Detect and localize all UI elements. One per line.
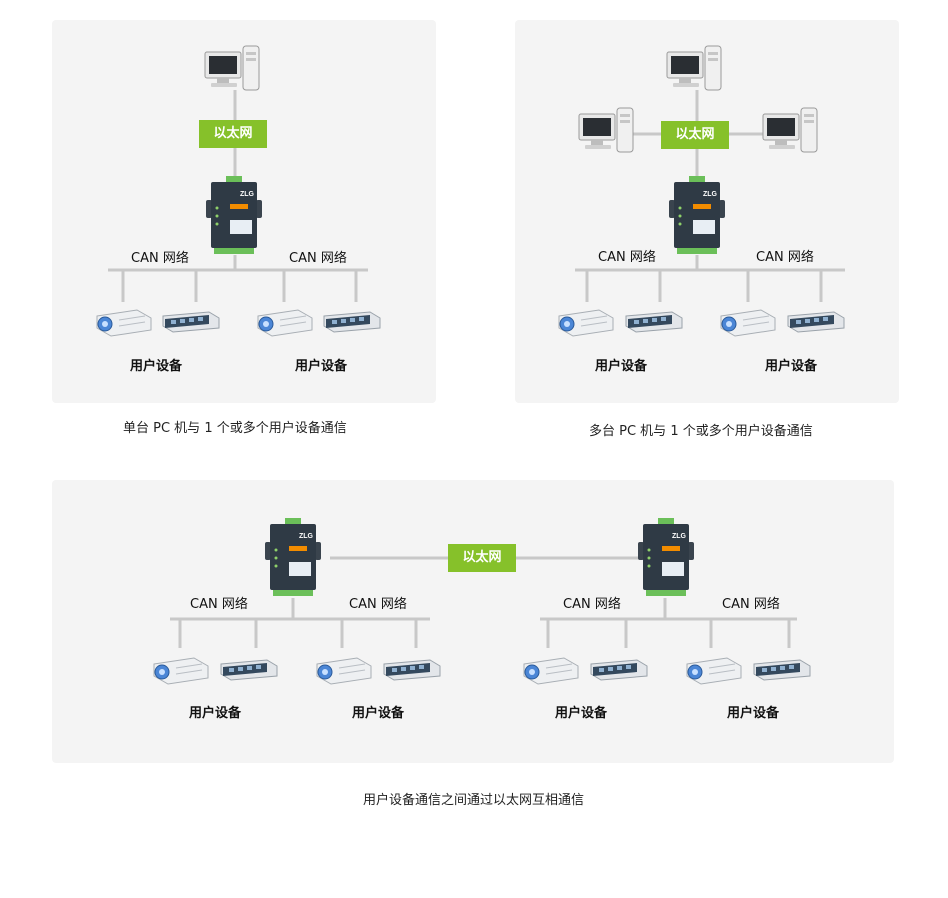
- can-network-label: CAN 网络: [349, 597, 407, 612]
- can-network-label: CAN 网络: [598, 250, 656, 265]
- switch-icon: [322, 306, 382, 336]
- canet-device-icon: [638, 518, 694, 598]
- user-device-label: 用户设备: [765, 359, 818, 374]
- canet-device-icon: [669, 176, 725, 256]
- caption-single-pc: 单台 PC 机与 1 个或多个用户设备通信: [123, 421, 347, 436]
- projector-icon: [683, 652, 743, 686]
- user-device-label: 用户设备: [555, 706, 608, 721]
- caption-multi-pc: 多台 PC 机与 1 个或多个用户设备通信: [589, 424, 813, 439]
- user-device-label: 用户设备: [727, 706, 780, 721]
- canet-device-icon: [206, 176, 262, 256]
- projector-icon: [150, 652, 210, 686]
- switch-icon: [624, 306, 684, 336]
- can-network-label: CAN 网络: [722, 597, 780, 612]
- can-network-label: CAN 网络: [289, 251, 347, 266]
- user-device-label: 用户设备: [295, 359, 348, 374]
- projector-icon: [520, 652, 580, 686]
- pc-icon: [665, 44, 725, 94]
- user-device-label: 用户设备: [595, 359, 648, 374]
- can-network-label: CAN 网络: [563, 597, 621, 612]
- projector-icon: [313, 652, 373, 686]
- can-network-label: CAN 网络: [756, 250, 814, 265]
- switch-icon: [161, 306, 221, 336]
- caption-device-to-device: 用户设备通信之间通过以太网互相通信: [363, 793, 585, 808]
- ethernet-badge: 以太网: [448, 544, 516, 572]
- projector-icon: [93, 304, 153, 338]
- pc-icon: [203, 44, 263, 94]
- user-device-label: 用户设备: [189, 706, 242, 721]
- ethernet-badge: 以太网: [199, 120, 267, 148]
- diagram-panel-device-to-device: [52, 480, 894, 763]
- user-device-label: 用户设备: [130, 359, 183, 374]
- switch-icon: [589, 654, 649, 684]
- switch-icon: [382, 654, 442, 684]
- canet-device-icon: [265, 518, 321, 598]
- projector-icon: [555, 304, 615, 338]
- projector-icon: [717, 304, 777, 338]
- user-device-label: 用户设备: [352, 706, 405, 721]
- switch-icon: [786, 306, 846, 336]
- pc-icon: [761, 106, 821, 156]
- switch-icon: [752, 654, 812, 684]
- switch-icon: [219, 654, 279, 684]
- ethernet-badge: 以太网: [661, 121, 729, 149]
- can-network-label: CAN 网络: [190, 597, 248, 612]
- projector-icon: [254, 304, 314, 338]
- pc-icon: [577, 106, 637, 156]
- can-network-label: CAN 网络: [131, 251, 189, 266]
